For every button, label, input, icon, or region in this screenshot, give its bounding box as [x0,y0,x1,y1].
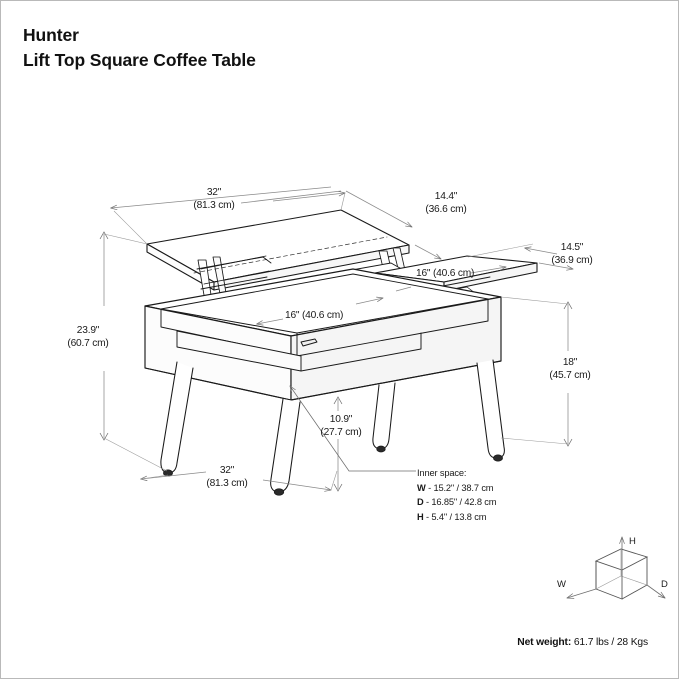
dim-label-top-depth: 14.4" (36.6 cm) [425,191,467,216]
dim-rear-depth-line [524,246,558,255]
dim-lift-inner-line [395,286,412,292]
dim-label-lift-inner-width: 16" (40.6 cm) [416,268,475,279]
inner-space-row-h: H - 5.4" / 13.8 cm [417,510,496,525]
wdh-legend [566,536,666,600]
dim-label-rear-depth: 14.5" (36.9 cm) [551,242,593,267]
legend-cube [594,548,649,600]
page-title: Hunter Lift Top Square Coffee Table [23,23,523,73]
inner-space-value-w: - 15.2" / 38.7 cm [428,482,494,493]
net-weight: Net weight: 61.7 lbs / 28 Kgs [517,637,648,648]
inner-space-value-d: - 16.85" / 42.8 cm [426,497,497,508]
net-weight-value: 61.7 lbs / 28 Kgs [571,637,648,648]
inner-space-leader [289,385,416,472]
lift-top-panel [146,209,410,291]
inner-space-key-h: H [417,512,424,523]
inner-space-key-d: D [417,497,424,508]
inner-space-callout: Inner space: W - 15.2" / 38.7 cm D - 16.… [417,466,497,525]
net-weight-label: Net weight: [517,637,572,648]
legend-label-height: H [629,536,636,547]
legend-label-depth: D [661,579,668,590]
dimension-lines [99,186,574,492]
dim-base-inner-line [256,318,284,326]
brand-name: Hunter [23,25,79,45]
hairpin-legs [160,359,505,496]
dim-label-base-width: 32" (81.3 cm) [206,465,248,490]
inner-space-row-w: W - 15.2" / 38.7 cm [417,481,496,496]
dim-top-width-line [110,186,332,211]
dim-label-table-height: 18" (45.7 cm) [549,357,591,382]
dim-base-width-line [140,471,207,481]
dim-label-base-inner-width: 16" (40.6 cm) [285,310,344,321]
dim-label-top-width: 32" (81.3 cm) [193,187,235,212]
inner-space-heading: Inner space: [417,468,467,478]
legend-label-width: W [557,579,566,590]
dim-label-lifted-height: 23.9" (60.7 cm) [67,325,109,350]
dim-top-depth-line [345,190,413,228]
inner-space-key-w: W [417,482,426,493]
legend-d-arrow [646,584,666,599]
inner-space-row-d: D - 16.85" / 42.8 cm [417,495,497,510]
legend-w-arrow [566,588,597,599]
inner-space-value-h: - 5.4" / 13.8 cm [426,512,487,523]
storage-compartment [160,273,489,372]
product-name: Lift Top Square Coffee Table [23,49,256,70]
dim-label-clearance-height: 10.9" (27.7 cm) [320,414,362,439]
